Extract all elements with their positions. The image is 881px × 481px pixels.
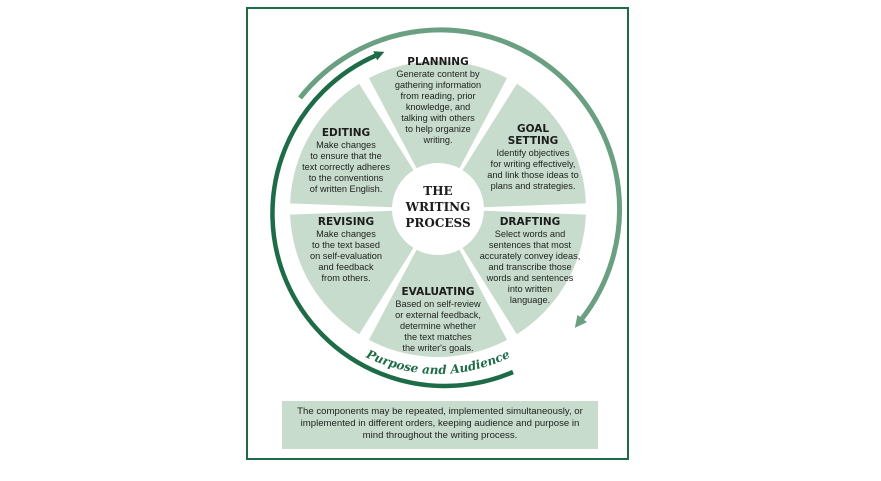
center-title-line-3: PROCESS bbox=[405, 216, 470, 230]
segment-revising-text-line-3: on self-evaluation bbox=[310, 251, 382, 261]
center-title-line-2: WRITING bbox=[405, 200, 471, 214]
note-box: The components may be repeated, implemen… bbox=[282, 401, 598, 449]
segment-drafting-text-line-2: sentences that most bbox=[489, 240, 572, 250]
segment-editing-text-line-5: of written English. bbox=[310, 184, 383, 194]
segment-planning bbox=[368, 60, 508, 169]
segment-goal-setting-text-line-4: plans and strategies. bbox=[491, 181, 576, 191]
segment-evaluating-title-line-1: EVALUATING bbox=[401, 286, 474, 298]
segment-editing-text-line-3: text correctly adheres bbox=[302, 162, 390, 172]
segment-drafting-text-line-4: and transcribe those bbox=[488, 262, 571, 272]
segment-evaluating-text-line-3: determine whether bbox=[400, 321, 476, 331]
outer-cycle-arrow bbox=[298, 27, 623, 328]
segment-evaluating-text-line-4: the text matches bbox=[404, 332, 472, 342]
segment-goal-setting-text-line-3: and link those ideas to bbox=[487, 170, 578, 180]
segment-revising bbox=[290, 210, 414, 335]
segment-goal-setting bbox=[462, 83, 586, 208]
segment-planning-text-line-4: knowledge, and bbox=[406, 102, 470, 112]
segment-planning-text-line-5: talking with others bbox=[401, 113, 475, 123]
segment-editing-text-line-2: to ensure that the bbox=[310, 151, 382, 161]
segment-drafting-text-line-6: into written bbox=[508, 284, 552, 294]
center-title-line-1: THE bbox=[423, 184, 452, 198]
segment-planning-text-line-2: gathering information bbox=[395, 80, 481, 90]
segment-revising-text-line-1: Make changes bbox=[316, 229, 376, 239]
segment-evaluating-text-line-1: Based on self-review bbox=[395, 299, 481, 309]
segment-evaluating-text-line-5: the writer's goals. bbox=[402, 343, 473, 353]
segment-drafting-text-line-3: accurately convey ideas, bbox=[480, 251, 581, 261]
segment-planning-text-line-6: to help organize bbox=[405, 124, 470, 134]
segment-revising-text-line-4: and feedback bbox=[318, 262, 374, 272]
segment-goal-setting-text-line-1: Identify objectives bbox=[496, 148, 569, 158]
segment-drafting-text-line-7: language. bbox=[510, 295, 550, 305]
segment-drafting-title-line-1: DRAFTING bbox=[500, 216, 561, 228]
segment-revising-title-line-1: REVISING bbox=[318, 216, 374, 228]
note-text: The components may be repeated, implemen… bbox=[297, 406, 583, 441]
segment-revising-text-line-2: to the text based bbox=[312, 240, 380, 250]
segment-editing-title-line-1: EDITING bbox=[322, 127, 370, 139]
center-hub bbox=[393, 164, 483, 254]
segment-evaluating bbox=[368, 249, 508, 357]
segment-planning-text-line-3: from reading, prior bbox=[400, 91, 475, 101]
segment-goal-setting-text-line-2: for writing effectively, bbox=[491, 159, 576, 169]
segment-planning-text-line-7: writing. bbox=[422, 135, 452, 145]
segment-planning-text-line-1: Generate content by bbox=[396, 69, 480, 79]
segment-evaluating-text-line-2: or external feedback, bbox=[395, 310, 481, 320]
segment-drafting bbox=[462, 210, 586, 335]
segment-editing-text-line-4: to the conventions bbox=[309, 173, 384, 183]
segment-editing-text-line-1: Make changes bbox=[316, 140, 376, 150]
segment-goal-setting-title-line-2: SETTING bbox=[508, 135, 559, 147]
segment-drafting-text-line-1: Select words and bbox=[495, 229, 565, 239]
segment-revising-text-line-5: from others. bbox=[321, 273, 370, 283]
segment-goal-setting-title-line-1: GOAL bbox=[517, 123, 549, 135]
segment-editing bbox=[290, 83, 414, 208]
inner-cycle-arrow bbox=[270, 51, 514, 389]
segment-planning-title-line-1: PLANNING bbox=[407, 56, 468, 68]
segment-drafting-text-line-5: words and sentences bbox=[486, 273, 574, 283]
